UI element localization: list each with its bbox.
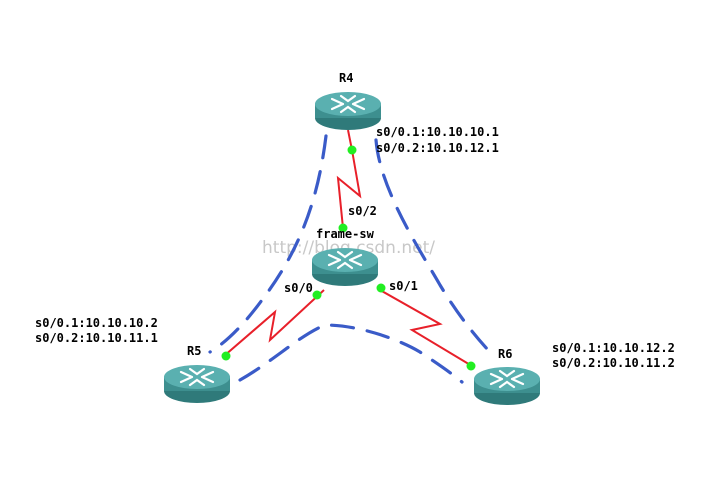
router-name-frame-sw: frame-sw xyxy=(316,227,375,241)
r6-interface-2: s0/0.2:10.10.11.2 xyxy=(552,356,675,370)
port-dots xyxy=(221,145,476,371)
router-r6-icon[interactable] xyxy=(472,365,542,407)
port-dot-sw-s0-0 xyxy=(312,290,322,300)
link-sw-r5 xyxy=(223,289,325,357)
r5-interface-2: s0/0.2:10.10.11.1 xyxy=(35,331,158,345)
router-name-r4: R4 xyxy=(339,71,353,85)
sw-port-label-s0-2: s0/2 xyxy=(348,204,377,218)
r4-interface-1: s0/0.1:10.10.10.1 xyxy=(376,125,499,139)
router-r5-icon[interactable] xyxy=(162,363,232,405)
port-dot-r5 xyxy=(221,351,231,361)
sw-port-label-s0-1: s0/1 xyxy=(389,279,418,293)
watermark-text: http://blog.csdn.net/ xyxy=(262,238,435,258)
port-dot-sw-s0-1 xyxy=(376,283,386,293)
virtual-circuit-paths xyxy=(208,134,490,384)
port-dot-r6 xyxy=(466,361,476,371)
link-sw-r6 xyxy=(379,289,473,367)
router-name-r6: R6 xyxy=(498,347,512,361)
router-frame-sw-icon[interactable] xyxy=(310,246,380,288)
vc-path-r4-r5 xyxy=(208,134,328,354)
port-dot-sw-s0-2 xyxy=(338,223,348,233)
vc-path-r5-r6 xyxy=(238,323,464,384)
router-r4-icon[interactable] xyxy=(313,90,383,132)
r5-interface-1: s0/0.1:10.10.10.2 xyxy=(35,316,158,330)
r6-interface-1: s0/0.1:10.10.12.2 xyxy=(552,341,675,355)
router-name-r5: R5 xyxy=(187,344,201,358)
vc-path-r4-r6 xyxy=(374,138,490,352)
link-r4-sw xyxy=(336,129,362,229)
serial-links xyxy=(223,129,473,367)
r4-interface-2: s0/0.2:10.10.12.1 xyxy=(376,141,499,155)
port-dot-r4 xyxy=(347,145,357,155)
sw-port-label-s0-0: s0/0 xyxy=(284,281,313,295)
